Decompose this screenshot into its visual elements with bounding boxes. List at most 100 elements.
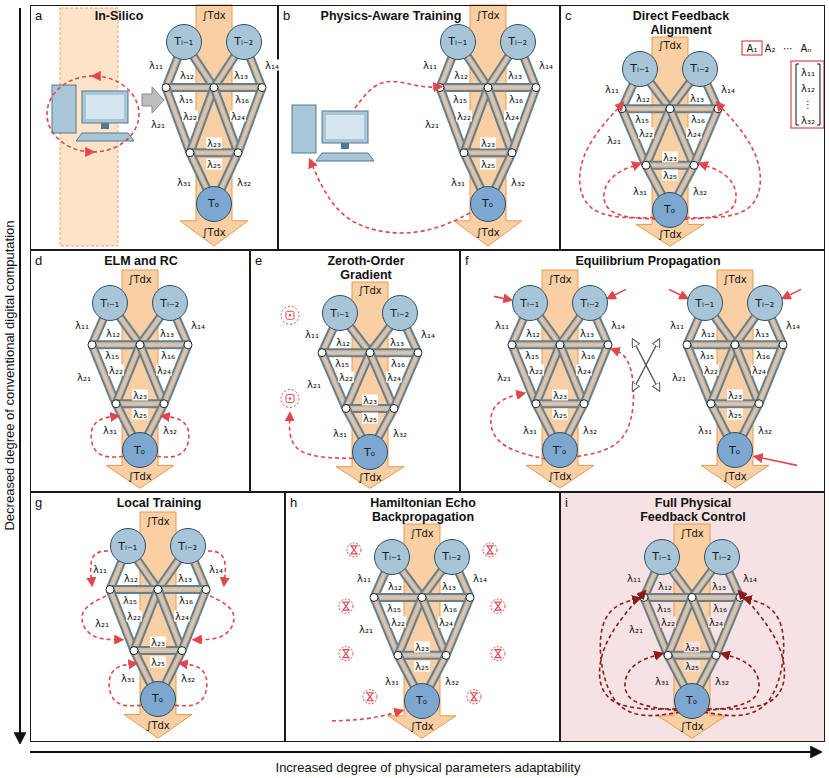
axis-label: Increased degree of physical parameters … xyxy=(276,760,581,775)
flux-label: ∫Tdx xyxy=(409,527,435,538)
parameter-label: λ₁₁ xyxy=(494,319,510,330)
node-label: Tᵢ₋₁ xyxy=(448,35,467,48)
temperature-node: Tₒ xyxy=(717,432,753,468)
temperature-node: Tₒ xyxy=(352,434,388,470)
parameter-label: λ₂₅ xyxy=(552,409,568,420)
flux-label: ∫Tdx xyxy=(145,720,171,731)
hourglass-icon xyxy=(339,599,353,613)
parameter-label: λ₂₄ xyxy=(156,365,172,376)
temperature-node: Tᵢ₋₁ xyxy=(687,285,723,321)
parameter-label: λ₁₅ xyxy=(656,602,672,613)
temperature-node: Tₒ xyxy=(470,186,506,222)
temperature-node: Tₒ xyxy=(652,192,688,228)
parameter-label: λ₁₅ xyxy=(178,94,194,105)
parameter-label: λ₁₄ xyxy=(610,319,626,330)
parameter-label: λ₂₄ xyxy=(174,610,190,621)
parameter-label: λ₂₅ xyxy=(150,656,166,667)
parameter-label: λ₁₆ xyxy=(178,595,194,606)
node-label: Tᵢ₋₁ xyxy=(630,62,649,75)
flux-label: ∫Tdx xyxy=(657,229,683,240)
panel-letter: a xyxy=(35,8,42,23)
matrix-entry: A₁ xyxy=(746,43,759,54)
panel-title: Hamiltonian Echo Backpropagation xyxy=(356,496,491,524)
parameter-label: λ₂₄ xyxy=(686,128,702,139)
parameter-label: λ₁₃ xyxy=(233,69,249,80)
temperature-node: Tᵢ₋₂ xyxy=(170,528,206,564)
node-label: Tᵢ₋₂ xyxy=(508,35,527,48)
node-label: Tₒ xyxy=(482,197,493,210)
parameter-label: λ₁₅ xyxy=(699,350,715,361)
temperature-node: Tᵢ₋₁ xyxy=(644,539,680,575)
hourglass-icon xyxy=(467,690,481,704)
matrix-entry: A₂ xyxy=(764,43,777,54)
parameter-label: λ₂₁ xyxy=(496,372,512,383)
parameter-label: λ₁₆ xyxy=(755,350,771,361)
panel-title: Zeroth-Order Gradient xyxy=(314,254,419,282)
node-label: Tᵢ₋₂ xyxy=(442,550,461,563)
parameter-label: λ₂₂ xyxy=(638,128,654,139)
temperature-node: Tᵢ₋₂ xyxy=(434,539,470,575)
parameter-label: λ₁₃ xyxy=(754,328,770,339)
temperature-node: Tₒ xyxy=(122,432,158,468)
panel-box: fEquilibrium PropagationTᵢ₋₁Tᵢ₋₂T′ₒTᵢ₋₁T… xyxy=(460,250,825,492)
parameter-label: λ₁₂ xyxy=(453,69,469,80)
node-label: Tᵢ₋₁ xyxy=(520,297,539,310)
panel-title: Equilibrium Propagation xyxy=(548,254,748,268)
parameter-label: λ₃₂ xyxy=(162,425,178,436)
temperature-node: Tₒ xyxy=(404,683,440,719)
parameter-label: λ₁₆ xyxy=(442,602,458,613)
parameter-label: λ₁₅ xyxy=(524,350,540,361)
parameter-label: λ₂₄ xyxy=(576,365,592,376)
hourglass-icon xyxy=(491,647,505,661)
parameter-label: λ₂₁ xyxy=(358,624,374,635)
parameter-label: λ₂₁ xyxy=(94,618,110,629)
panel-letter: b xyxy=(283,8,290,23)
parameter-label: λ₃₁ xyxy=(654,676,670,687)
flux-label: ∫Tdx xyxy=(145,516,171,527)
parameter-label: λ₂₃ xyxy=(684,641,700,652)
temperature-node: Tᵢ₋₁ xyxy=(622,51,658,87)
parameter-label: λ₁₂ xyxy=(700,328,716,339)
parameter-label: λ₁₆ xyxy=(690,113,706,124)
parameter-label: λ₂₁ xyxy=(671,372,687,383)
parameter-label: λ₂₄ xyxy=(504,110,520,121)
parameter-label: λ₃₁ xyxy=(450,176,466,187)
flux-label: ∫Tdx xyxy=(679,721,705,732)
node-label: Tᵢ₋₂ xyxy=(178,540,197,553)
temperature-node: Tᵢ₋₁ xyxy=(110,528,146,564)
parameter-label: λ₁₁ xyxy=(304,328,320,339)
parameter-label: λ₃₂ xyxy=(392,428,408,439)
temperature-node: Tᵢ₋₂ xyxy=(226,24,262,60)
node-label: Tᵢ₋₁ xyxy=(382,550,401,563)
node-label: Tᵢ₋₁ xyxy=(695,297,714,310)
flux-label: ∫Tdx xyxy=(547,273,573,284)
parameter-label: λ₃₁ xyxy=(522,425,538,436)
illustration xyxy=(20,5,825,752)
parameter-label: λ₂₄ xyxy=(438,617,454,628)
temperature-node: Tᵢ₋₁ xyxy=(322,295,358,331)
parameter-label: λ₃₂ xyxy=(510,176,526,187)
parameter-label: λ₂₂ xyxy=(338,371,354,382)
panel-title: ELM and RC xyxy=(86,254,196,268)
parameter-label: λ₁₅ xyxy=(334,357,350,368)
parameter-label: λ₂₄ xyxy=(751,365,767,376)
matrix-entry: Aₙ xyxy=(800,43,813,54)
node-label: Tₒ xyxy=(686,694,697,707)
flux-label: ∫Tdx xyxy=(357,471,383,482)
panel-letter: g xyxy=(35,495,42,510)
matrix-entry: λ₁₂ xyxy=(800,83,816,94)
panel-title: Physics-Aware Training xyxy=(311,9,471,23)
node-label: Tᵢ₋₂ xyxy=(712,550,731,563)
parameter-label: λ₂₅ xyxy=(684,660,700,671)
flux-label: ∫Tdx xyxy=(722,273,748,284)
parameter-label: λ₁₆ xyxy=(234,94,250,105)
parameter-label: λ₂₄ xyxy=(230,110,246,121)
parameter-label: λ₁₃ xyxy=(389,336,405,347)
flux-label: ∫Tdx xyxy=(357,285,383,296)
temperature-node: Tᵢ₋₂ xyxy=(500,24,536,60)
panel-letter: d xyxy=(35,253,42,268)
node-label: Tᵢ₋₁ xyxy=(174,35,193,48)
parameter-label: λ₃₁ xyxy=(120,672,136,683)
parameter-label: λ₃₁ xyxy=(384,676,400,687)
panel-title: Full Physical Feedback Control xyxy=(631,496,756,524)
